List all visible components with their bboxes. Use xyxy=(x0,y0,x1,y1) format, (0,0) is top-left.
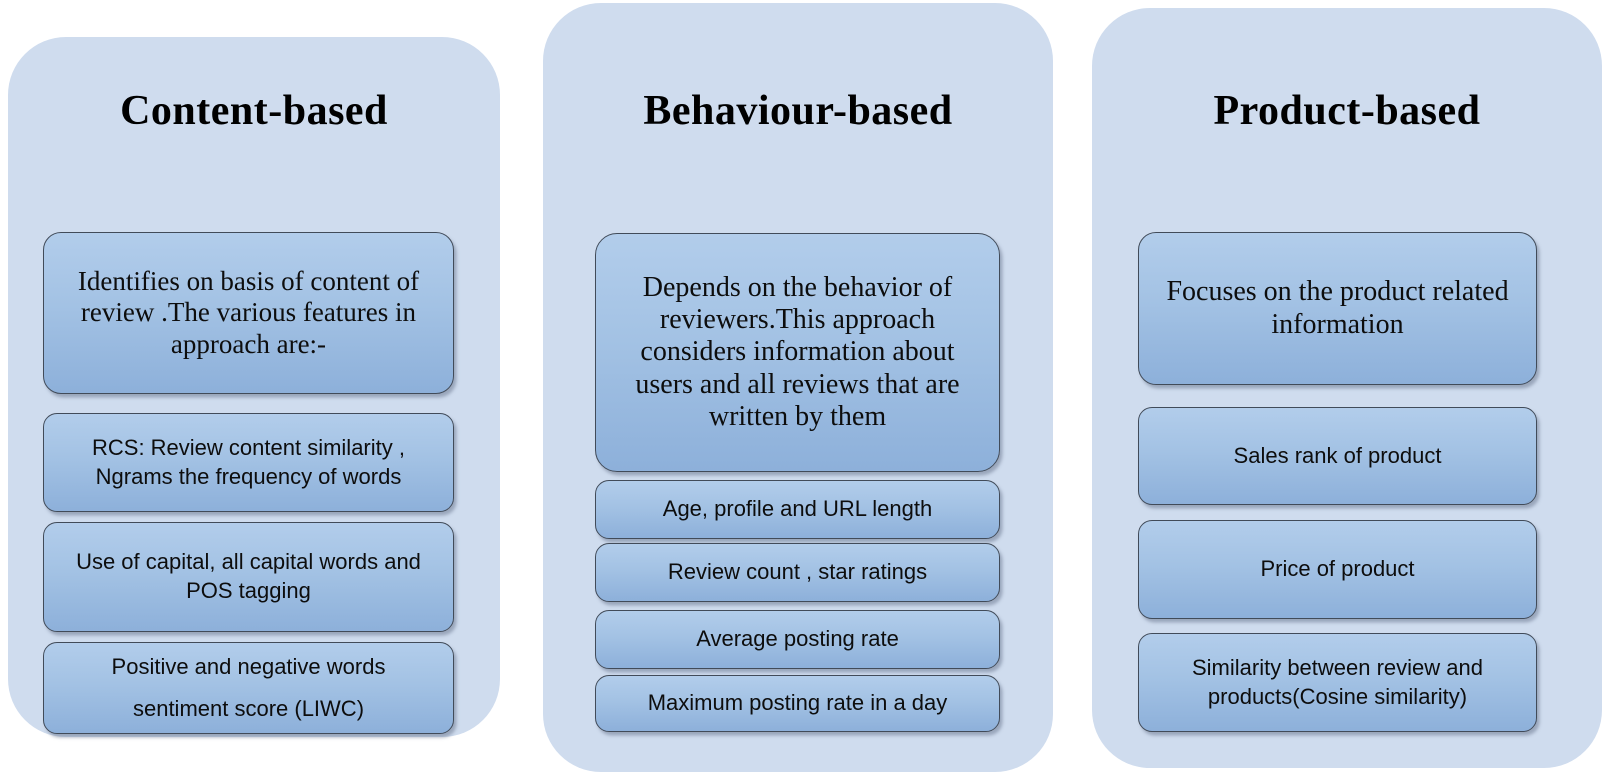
description-box: Focuses on the product related informati… xyxy=(1138,232,1537,385)
feature-text: Price of product xyxy=(1260,556,1415,582)
feature-box: Positive and negative words sentiment sc… xyxy=(43,642,454,734)
feature-text: RCS: Review content similarity , Ngrams … xyxy=(92,434,405,489)
feature-box: RCS: Review content similarity , Ngrams … xyxy=(43,413,454,512)
feature-box: Review count , star ratings xyxy=(595,543,1000,602)
feature-box: Maximum posting rate in a day xyxy=(595,675,1000,732)
description-text: Depends on the behavior of reviewers.Thi… xyxy=(635,272,960,432)
feature-text: Positive and negative words sentiment sc… xyxy=(111,654,386,721)
feature-box: Use of capital, all capital words and PO… xyxy=(43,522,454,632)
panel-title: Content-based xyxy=(120,88,388,134)
feature-box: Average posting rate xyxy=(595,610,1000,669)
description-text: Identifies on basis of content of review… xyxy=(77,266,420,359)
product-based-panel: Product-based Focuses on the product rel… xyxy=(1092,8,1602,768)
feature-text: Similarity between review and products(C… xyxy=(1191,654,1484,709)
description-box: Identifies on basis of content of review… xyxy=(43,232,454,394)
description-text: Focuses on the product related informati… xyxy=(1166,276,1509,340)
feature-box: Sales rank of product xyxy=(1138,407,1537,505)
feature-text: Maximum posting rate in a day xyxy=(647,690,948,716)
feature-text: Average posting rate xyxy=(696,626,899,652)
feature-box: Price of product xyxy=(1138,520,1537,619)
feature-text: Sales rank of product xyxy=(1233,442,1442,468)
panel-title: Behaviour-based xyxy=(643,88,953,134)
feature-text: Age, profile and URL length xyxy=(662,496,933,522)
feature-box: Similarity between review and products(C… xyxy=(1138,633,1537,732)
behaviour-based-panel: Behaviour-based Depends on the behavior … xyxy=(543,3,1053,772)
description-box: Depends on the behavior of reviewers.Thi… xyxy=(595,233,1000,472)
feature-text: Use of capital, all capital words and PO… xyxy=(76,549,421,603)
feature-box: Age, profile and URL length xyxy=(595,480,1000,539)
panel-title: Product-based xyxy=(1213,88,1481,134)
feature-text: Review count , star ratings xyxy=(667,559,928,585)
content-based-panel: Content-based Identifies on basis of con… xyxy=(8,37,500,737)
